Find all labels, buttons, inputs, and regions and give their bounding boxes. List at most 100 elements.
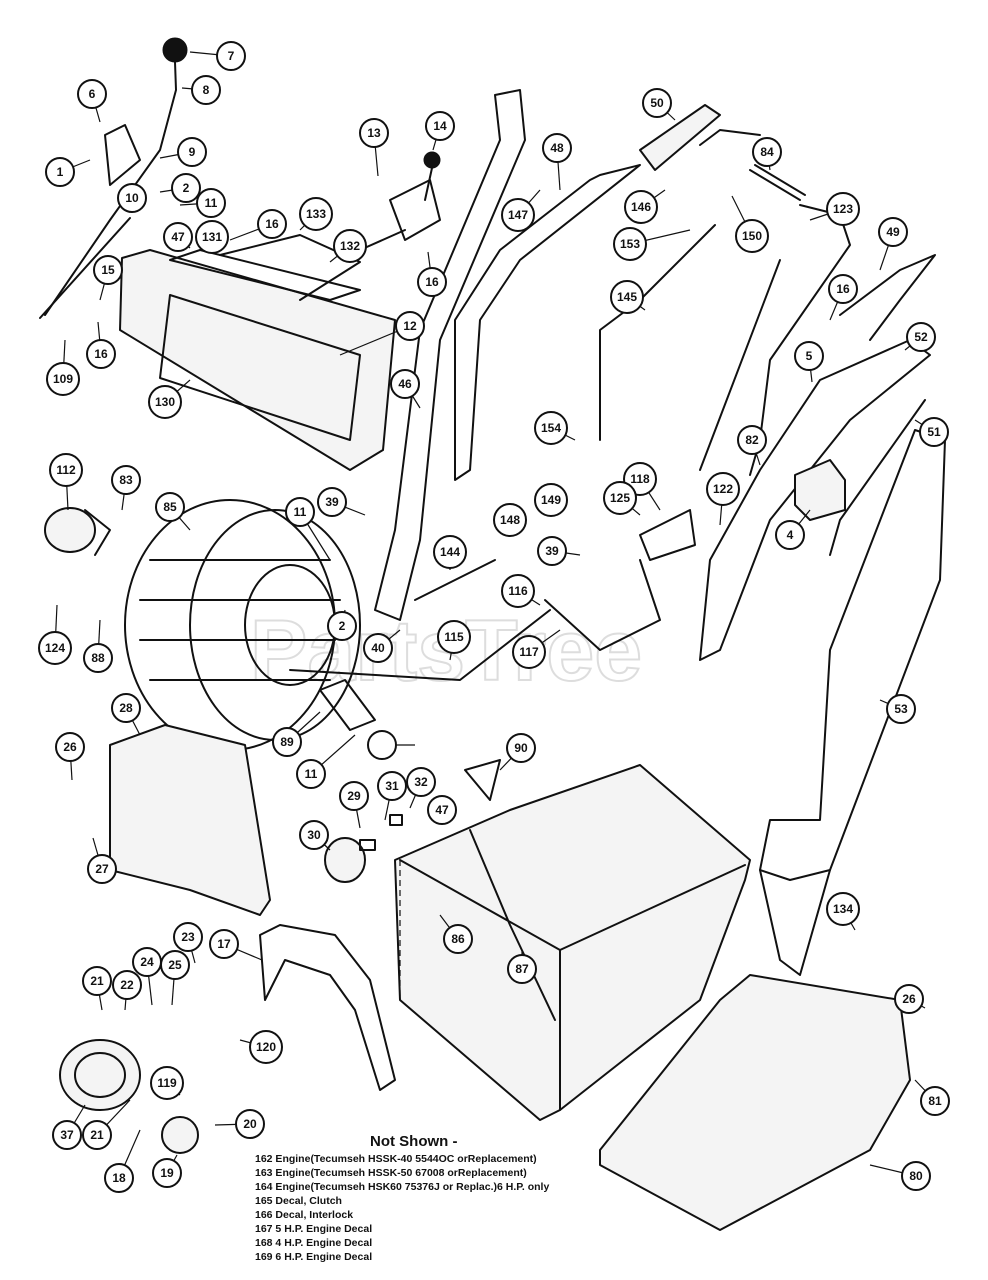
callout-number: 83 xyxy=(119,473,133,487)
callout-number: 19 xyxy=(160,1166,174,1180)
callout-number: 16 xyxy=(94,347,108,361)
callout-112: 112 xyxy=(49,453,83,511)
callout-circle xyxy=(171,173,201,203)
callout-29: 29 xyxy=(339,781,369,829)
callout-145: 145 xyxy=(610,280,646,314)
callout-circle xyxy=(257,209,287,239)
callout-number: 51 xyxy=(927,425,941,439)
callout-circle xyxy=(613,227,647,261)
callout-147: 147 xyxy=(501,189,541,232)
callout-number: 122 xyxy=(713,482,733,496)
callout-circle xyxy=(901,1161,931,1191)
callout-116: 116 xyxy=(501,574,541,608)
callout-131: 131 xyxy=(195,220,229,254)
callout-37: 37 xyxy=(52,1104,86,1150)
callout-90: 90 xyxy=(499,733,536,771)
callout-21: 21 xyxy=(82,1099,131,1150)
callout-number: 30 xyxy=(307,828,321,842)
callout-circle xyxy=(610,280,644,314)
callout-number: 48 xyxy=(550,141,564,155)
callout-circle xyxy=(537,536,567,566)
callout-8: 8 xyxy=(181,75,221,105)
callout-circle xyxy=(195,220,229,254)
callout-number: 14 xyxy=(433,119,447,133)
callout-circle xyxy=(534,483,568,517)
callout-circle xyxy=(49,453,83,487)
callout-number: 9 xyxy=(189,145,196,159)
callout-circle xyxy=(216,41,246,71)
callout-number: 32 xyxy=(414,775,428,789)
callout-circle xyxy=(735,219,769,253)
callout-87: 87 xyxy=(507,950,537,984)
callout-39: 39 xyxy=(317,487,366,517)
callout-circle xyxy=(642,88,672,118)
callout-number: 125 xyxy=(610,491,630,505)
callout-52: 52 xyxy=(904,322,936,352)
callout-number: 154 xyxy=(541,421,561,435)
callout-15: 15 xyxy=(93,255,123,301)
callout-circle xyxy=(93,255,123,285)
callout-number: 115 xyxy=(444,630,464,644)
callout-circle xyxy=(406,767,436,797)
callout-123: 123 xyxy=(809,192,860,226)
callout-19: 19 xyxy=(152,1154,182,1188)
callout-circle xyxy=(775,520,805,550)
callout-number: 2 xyxy=(183,181,190,195)
callout-circle xyxy=(906,322,936,352)
callout-70 xyxy=(367,730,415,760)
callout-number: 47 xyxy=(435,803,449,817)
callout-number: 80 xyxy=(909,1169,923,1183)
callout-circle xyxy=(111,465,141,495)
callout-circle xyxy=(395,311,425,341)
callout-circle xyxy=(390,369,420,399)
callout-circle xyxy=(82,1120,112,1150)
callout-number: 21 xyxy=(90,1128,104,1142)
callout-number: 27 xyxy=(95,862,109,876)
callout-number: 18 xyxy=(112,1171,126,1185)
callout-circle xyxy=(534,411,568,445)
callout-circle xyxy=(152,1158,182,1188)
callout-circle xyxy=(86,339,116,369)
callout-number: 26 xyxy=(902,992,916,1006)
callout-number: 146 xyxy=(631,200,651,214)
callout-number: 123 xyxy=(833,202,853,216)
callout-number: 112 xyxy=(56,463,76,477)
callout-47: 47 xyxy=(427,795,457,825)
callout-number: 39 xyxy=(545,544,559,558)
callout-circle xyxy=(191,75,221,105)
callout-number: 16 xyxy=(265,217,279,231)
callout-number: 81 xyxy=(928,1094,942,1108)
callout-7: 7 xyxy=(189,41,246,71)
callout-circle xyxy=(433,535,467,569)
callout-84: 84 xyxy=(752,137,782,171)
callout-16: 16 xyxy=(86,321,116,369)
callout-circle xyxy=(425,111,455,141)
callout-26: 26 xyxy=(894,984,926,1014)
callout-number: 52 xyxy=(914,330,928,344)
callout-133: 133 xyxy=(299,197,333,231)
callout-number: 117 xyxy=(519,645,539,659)
callout-46: 46 xyxy=(390,369,421,409)
callout-circle xyxy=(112,970,142,1000)
callout-14: 14 xyxy=(425,111,455,151)
callout-circle xyxy=(507,954,537,984)
callout-number: 16 xyxy=(425,275,439,289)
callout-circle xyxy=(828,274,858,304)
callout-number: 26 xyxy=(63,740,77,754)
callout-circle xyxy=(501,198,535,232)
callout-circle xyxy=(542,133,572,163)
callout-number: 120 xyxy=(256,1040,276,1054)
callout-50: 50 xyxy=(642,88,676,121)
callout-number: 90 xyxy=(514,741,528,755)
callout-25: 25 xyxy=(160,950,190,1006)
callout-circle xyxy=(299,197,333,231)
callout-number: 84 xyxy=(760,145,774,159)
not-shown-list: Not Shown - 162 Engine(Tecumseh HSSK-40 … xyxy=(255,1133,675,1264)
callout-26: 26 xyxy=(55,732,85,781)
callout-31: 31 xyxy=(377,771,407,821)
callout-number: 130 xyxy=(155,395,175,409)
callout-number: 24 xyxy=(140,955,154,969)
not-shown-item: 168 4 H.P. Engine Decal xyxy=(255,1237,373,1249)
callout-32: 32 xyxy=(406,767,436,809)
